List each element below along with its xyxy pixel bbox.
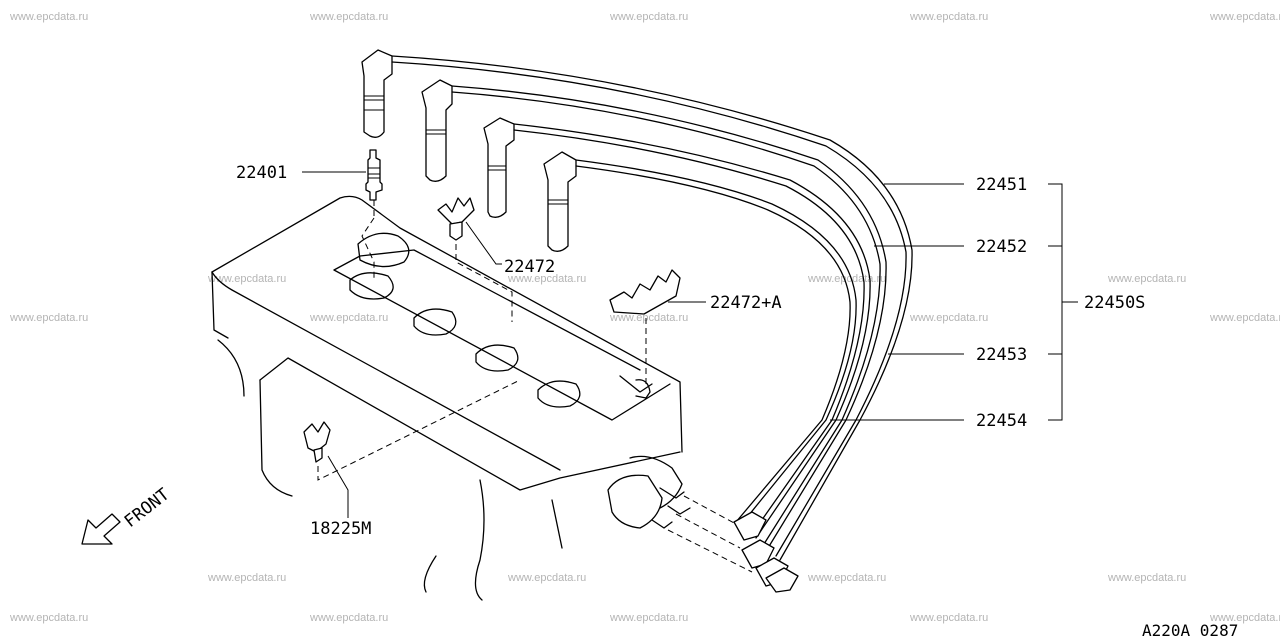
ignition-wire-set[interactable] xyxy=(391,55,913,593)
label-22450s[interactable]: 22450S xyxy=(1084,293,1145,313)
front-arrow-icon xyxy=(81,513,121,545)
watermark: www.epcdata.ru xyxy=(1209,312,1280,324)
watermark: www.epcdata.ru xyxy=(909,612,988,624)
watermark: www.epcdata.ru xyxy=(1209,612,1280,624)
wire-22452 xyxy=(451,85,887,549)
label-18225m[interactable]: 18225M xyxy=(310,519,371,539)
wire-22453 xyxy=(513,123,871,539)
label-22472-a[interactable]: 22472+A xyxy=(710,293,782,313)
watermark: www.epcdata.ru xyxy=(309,312,388,324)
label-22454[interactable]: 22454 xyxy=(976,411,1027,431)
watermark: www.epcdata.ru xyxy=(309,612,388,624)
watermark: www.epcdata.ru xyxy=(609,612,688,624)
clip-18225m[interactable] xyxy=(303,379,521,481)
watermark: www.epcdata.ru xyxy=(207,572,286,584)
watermark: www.epcdata.ru xyxy=(909,11,988,23)
plug-boots xyxy=(361,49,577,252)
label-22451[interactable]: 22451 xyxy=(976,175,1027,195)
wire-22451 xyxy=(391,55,913,561)
watermark: www.epcdata.ru xyxy=(807,273,886,285)
watermark: www.epcdata.ru xyxy=(9,312,88,324)
watermark: www.epcdata.ru xyxy=(609,312,688,324)
wire-clip-22472[interactable] xyxy=(437,197,513,322)
watermark: www.epcdata.ru xyxy=(807,572,886,584)
watermark: www.epcdata.ru xyxy=(309,11,388,23)
watermark: www.epcdata.ru xyxy=(1107,273,1186,285)
spark-plug[interactable] xyxy=(365,149,383,201)
label-22401[interactable]: 22401 xyxy=(236,163,287,183)
watermark: www.epcdata.ru xyxy=(9,612,88,624)
label-22452[interactable]: 22452 xyxy=(976,237,1027,257)
label-22472[interactable]: 22472 xyxy=(504,257,555,277)
wire-22454 xyxy=(575,159,857,527)
watermark: www.epcdata.ru xyxy=(207,273,286,285)
watermark: www.epcdata.ru xyxy=(609,11,688,23)
watermark: www.epcdata.ru xyxy=(507,572,586,584)
watermark-layer: www.epcdata.ru www.epcdata.ru www.epcdat… xyxy=(9,11,1280,624)
engine-cylinder-head xyxy=(211,195,691,601)
watermark: www.epcdata.ru xyxy=(507,273,586,285)
front-label: FRONT xyxy=(121,485,174,532)
diagram-code: A220A 0287 xyxy=(1142,621,1238,640)
plug-install-line xyxy=(361,200,375,280)
watermark: www.epcdata.ru xyxy=(1107,572,1186,584)
watermark: www.epcdata.ru xyxy=(1209,11,1280,23)
watermark: www.epcdata.ru xyxy=(9,11,88,23)
leader-lines xyxy=(302,171,1078,518)
front-indicator: FRONT xyxy=(81,485,174,545)
label-22453[interactable]: 22453 xyxy=(976,345,1027,365)
wire-clip-22472-a[interactable] xyxy=(609,269,681,388)
watermark: www.epcdata.ru xyxy=(909,312,988,324)
